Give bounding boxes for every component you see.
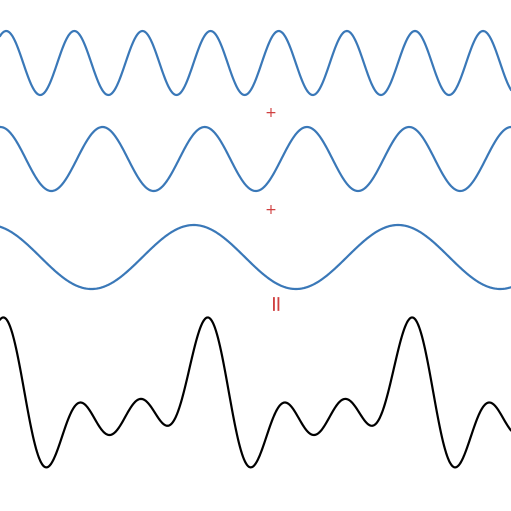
component-wave-low-frequency: [0, 223, 511, 291]
sum-wave: [0, 316, 511, 469]
equals-operator: =: [263, 295, 288, 313]
component-wave-mid-frequency: [0, 125, 511, 193]
plus-operator-1: +: [265, 105, 277, 121]
plus-operator-2: +: [265, 202, 277, 218]
component-wave-high-frequency: [0, 29, 511, 97]
